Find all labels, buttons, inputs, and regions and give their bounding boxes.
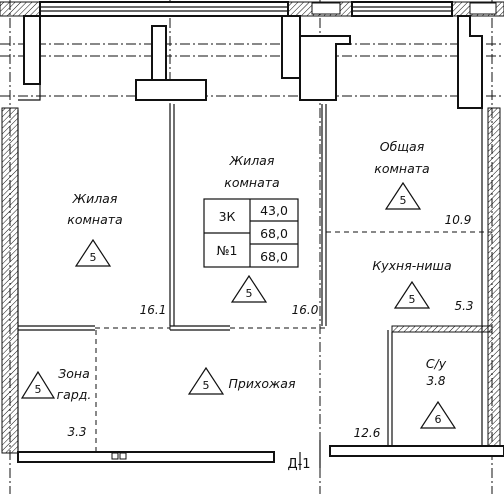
common-area: 10.9 bbox=[445, 213, 472, 227]
kitchen-name: Кухня-ниша bbox=[372, 258, 451, 273]
common-class-triangle bbox=[384, 181, 422, 210]
bath-name: С/у bbox=[426, 356, 447, 371]
spec-value-1: 43,0 bbox=[260, 203, 288, 218]
wardrobe-name-2: гард. bbox=[57, 387, 92, 402]
spec-table bbox=[203, 198, 299, 268]
top-wall bbox=[0, 1, 504, 17]
columns bbox=[23, 15, 483, 109]
wardrobe-class-triangle bbox=[20, 370, 56, 399]
living2-class: 5 bbox=[246, 287, 253, 300]
right-wall bbox=[481, 107, 501, 454]
living2-name-1: Жилая bbox=[229, 153, 275, 168]
bath-area: 3.8 bbox=[426, 374, 445, 388]
hall-area: 12.6 bbox=[354, 426, 381, 440]
wardrobe-name-1: Зона bbox=[58, 366, 90, 381]
hall-class-triangle bbox=[187, 366, 225, 395]
bath-class: 6 bbox=[435, 413, 442, 426]
bath-class-triangle bbox=[419, 400, 457, 429]
class-markers bbox=[20, 181, 457, 429]
axis-label: Д-1 bbox=[287, 457, 310, 472]
hall-class: 5 bbox=[203, 379, 210, 392]
partitions bbox=[18, 104, 493, 452]
living1-name-2: комната bbox=[67, 212, 122, 227]
common-name-1: Общая bbox=[380, 139, 425, 154]
wardrobe-class: 5 bbox=[35, 383, 42, 396]
living1-class-triangle bbox=[74, 238, 112, 267]
living2-name-2: комната bbox=[224, 175, 279, 190]
living1-name-1: Жилая bbox=[72, 191, 118, 206]
bottom-wall bbox=[17, 440, 504, 470]
spec-number-label: №1 bbox=[217, 243, 238, 258]
kitchen-area: 5.3 bbox=[454, 299, 473, 313]
spec-value-3: 68,0 bbox=[260, 249, 288, 264]
hall-name: Прихожая bbox=[229, 376, 296, 391]
common-class: 5 bbox=[400, 194, 407, 207]
spec-value-2: 68,0 bbox=[260, 226, 288, 241]
kitchen-class: 5 bbox=[409, 293, 416, 306]
living1-area: 16.1 bbox=[140, 303, 167, 317]
spec-type-label: 3К bbox=[219, 209, 236, 224]
labels: Жилая комната 5 16.1 Жилая комната 5 16.… bbox=[35, 139, 474, 472]
left-wall bbox=[1, 16, 41, 454]
living2-area: 16.0 bbox=[292, 303, 319, 317]
wardrobe-area: 3.3 bbox=[67, 425, 86, 439]
living2-class-triangle bbox=[230, 274, 268, 303]
living1-class: 5 bbox=[90, 251, 97, 264]
common-name-2: комната bbox=[374, 161, 429, 176]
kitchen-class-triangle bbox=[393, 280, 431, 309]
